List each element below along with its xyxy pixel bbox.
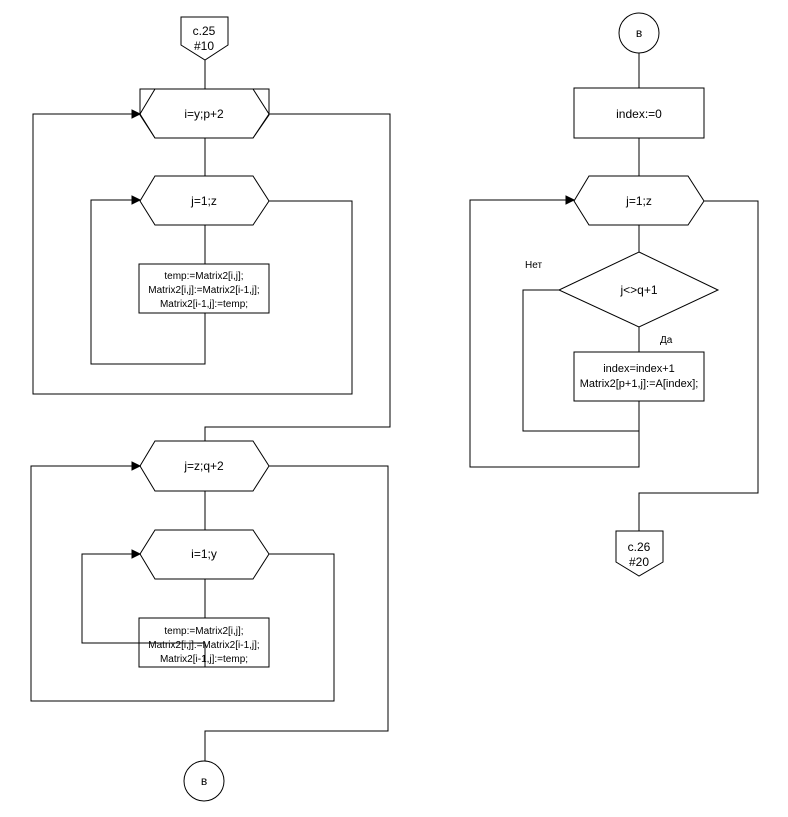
arrowhead — [131, 109, 142, 119]
connector-end-line2: #20 — [629, 555, 649, 569]
loop-j-inner: j=1;z — [139, 175, 270, 226]
init-index-label: index:=0 — [616, 107, 662, 121]
onpage-connector-end: в — [183, 760, 225, 802]
connector-end-line1: с.26 — [628, 540, 651, 554]
decision-diamond: j<>q+1 — [557, 251, 720, 328]
assign-line1: index=index+1 — [603, 363, 675, 375]
connector-right-start-label: в — [636, 26, 642, 40]
arrowhead — [565, 195, 576, 205]
loop-i-outer-label: i=y;p+2 — [184, 107, 224, 121]
loop-j-second-exit-line — [204, 465, 389, 761]
assign-block: index=index+1 Matrix2[p+1,j]:=A[index]; — [573, 351, 705, 402]
connector-start-line1: с.25 — [193, 24, 216, 38]
offpage-connector-end: с.26 #20 — [615, 530, 664, 577]
loop-i-second-label: i=1;y — [191, 547, 217, 561]
init-index-block: index:=0 — [573, 87, 705, 139]
loop-j-second-label: j=z;q+2 — [183, 459, 224, 473]
loop-i-outer: i=y;p+2 — [139, 88, 270, 139]
onpage-connector-start-right: в — [618, 12, 660, 54]
no-branch-line — [522, 289, 639, 432]
arrowhead — [131, 549, 142, 559]
swap2-line2: Matrix2[i,j]:=Matrix2[i-1,j]; — [148, 640, 259, 651]
loop-j-inner-label: j=1;z — [190, 194, 217, 208]
decision-label: j<>q+1 — [619, 283, 657, 297]
no-branch-label: Нет — [525, 260, 542, 271]
loop-i-second-exit-line — [30, 465, 335, 702]
loop-i-second: i=1;y — [139, 529, 270, 580]
offpage-connector-start: с.25 #10 — [180, 16, 229, 61]
assign-line2: Matrix2[p+1,j]:=A[index]; — [580, 378, 699, 390]
loop-j-exit-line — [32, 113, 353, 395]
swap-process-block-1: temp:=Matrix2[i,j]; Matrix2[i,j]:=Matrix… — [138, 263, 270, 314]
merge-line — [469, 199, 640, 468]
swap2-line1: temp:=Matrix2[i,j]; — [164, 626, 243, 637]
loop-j-return-line — [90, 199, 206, 365]
swap1-line1: temp:=Matrix2[i,j]; — [164, 271, 243, 282]
arrowhead — [131, 195, 142, 205]
arrowhead — [131, 461, 142, 471]
yes-branch-label: Да — [660, 335, 673, 346]
loop-j-right-exit-line — [638, 200, 759, 531]
connector-end-label: в — [201, 774, 207, 788]
loop-j-right: j=1;z — [573, 175, 705, 226]
swap1-line2: Matrix2[i,j]:=Matrix2[i-1,j]; — [148, 285, 259, 296]
swap2-line3: Matrix2[i-1,j]:=temp; — [160, 654, 248, 665]
loop-j-right-label: j=1;z — [625, 194, 652, 208]
loop-i-second-return-line — [81, 553, 206, 667]
loop-i-exit-line — [204, 113, 391, 441]
swap1-line3: Matrix2[i-1,j]:=temp; — [160, 299, 248, 310]
connector-start-line2: #10 — [194, 39, 214, 53]
loop-j-second: j=z;q+2 — [139, 440, 270, 492]
